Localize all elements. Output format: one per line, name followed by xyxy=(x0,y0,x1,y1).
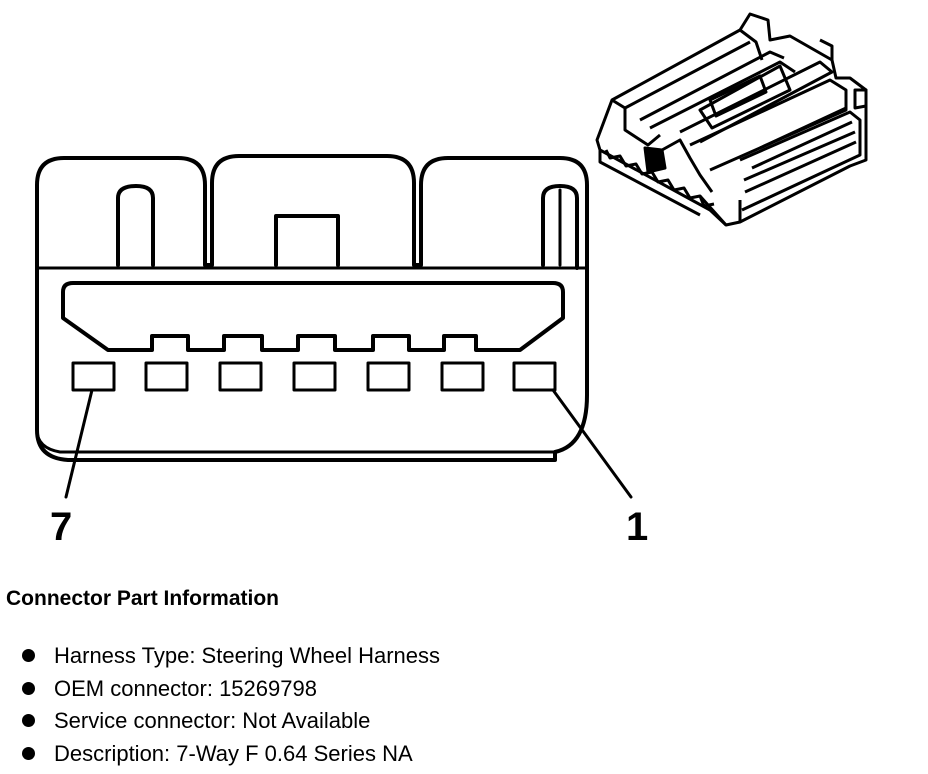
pin-1-leader xyxy=(551,388,633,499)
list-item: Service connector: Not Available xyxy=(22,705,440,738)
list-item: Harness Type: Steering Wheel Harness xyxy=(22,640,440,673)
pin-1-label: 1 xyxy=(626,505,648,549)
pin-1-terminal xyxy=(512,361,557,392)
list-item: OEM connector: 15269798 xyxy=(22,673,440,706)
terminal-cavity xyxy=(61,281,565,352)
pin-7-label: 7 xyxy=(50,505,72,549)
bullet-icon xyxy=(22,714,35,727)
pin-2-terminal xyxy=(440,361,485,392)
info-list: Harness Type: Steering Wheel Harness OEM… xyxy=(22,640,440,770)
pin-3-terminal xyxy=(366,361,411,392)
pin-6-terminal xyxy=(144,361,189,392)
pin-4-terminal xyxy=(292,361,337,392)
section-title: Connector Part Information xyxy=(6,587,280,610)
right-latch-slot xyxy=(541,184,579,270)
left-latch-slot xyxy=(116,184,155,267)
connector-3d-view xyxy=(595,12,868,227)
bullet-icon xyxy=(22,649,35,662)
center-key xyxy=(274,214,340,267)
pin-7-leader xyxy=(64,388,94,499)
connector-body xyxy=(35,154,589,462)
list-item: Description: 7-Way F 0.64 Series NA xyxy=(22,738,440,771)
bullet-icon xyxy=(22,681,35,695)
pin-5-terminal xyxy=(218,361,263,392)
pin-7-terminal xyxy=(71,361,116,392)
bullet-icon xyxy=(22,746,35,760)
